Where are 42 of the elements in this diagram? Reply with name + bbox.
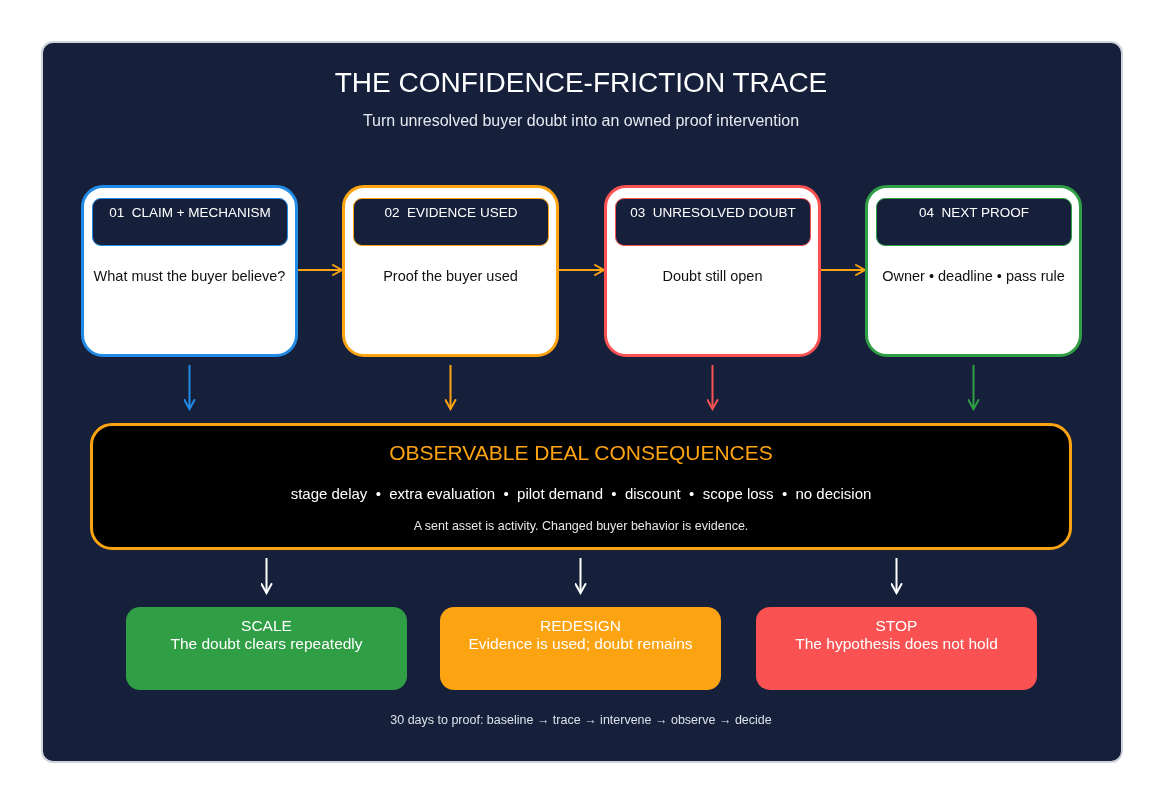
outcome-description: Evidence is used; doubt remains <box>467 635 694 653</box>
arrow <box>297 264 343 276</box>
step-title: 02 EVIDENCE USED <box>383 205 519 220</box>
outcome-description: The hypothesis does not hold <box>794 635 999 653</box>
step-card <box>604 185 821 357</box>
step-description: Doubt still open <box>661 268 764 284</box>
arrow <box>967 364 980 410</box>
step-card <box>865 185 1082 357</box>
step-title: 03 UNRESOLVED DOUBT <box>629 205 797 220</box>
arrow <box>260 557 273 594</box>
outcome-box <box>756 607 1037 690</box>
step-title: 04 NEXT PROOF <box>918 205 1030 220</box>
title: THE CONFIDENCE-FRICTION TRACE <box>333 67 829 99</box>
arrow <box>706 364 719 410</box>
step-description: Proof the buyer used <box>382 268 519 284</box>
consequences-panel <box>90 423 1072 550</box>
arrow <box>444 364 457 410</box>
outcome-title: REDESIGN <box>539 617 622 635</box>
step-card <box>342 185 559 357</box>
outcome-box <box>126 607 407 690</box>
arrow <box>183 364 196 410</box>
outcome-box <box>440 607 721 690</box>
step-card <box>81 185 298 357</box>
step-header <box>615 198 811 246</box>
step-title: 01 CLAIM + MECHANISM <box>108 205 272 220</box>
outcome-title: STOP <box>874 617 919 635</box>
step-description: Owner • deadline • pass rule <box>881 268 1066 284</box>
consequence-list: stage delay • extra evaluation • pilot demand • discount • scope loss • no decision <box>93 485 1069 502</box>
footer-note: 30 days to proof: baseline → trace → intervene → observe → decide <box>389 713 773 727</box>
arrow <box>890 557 903 594</box>
step-header <box>353 198 549 246</box>
subtitle: Turn unresolved buyer doubt into an owned proof intervention <box>361 112 801 130</box>
note: A sent asset is activity. Changed buyer behavior is evidence. <box>412 519 750 533</box>
arrow <box>820 264 866 276</box>
arrow <box>558 264 605 276</box>
step-description: What must the buyer believe? <box>92 268 287 284</box>
outcome-description: The doubt clears repeatedly <box>169 635 364 653</box>
arrow <box>574 557 587 594</box>
step-header <box>92 198 288 246</box>
section-title: OBSERVABLE DEAL CONSEQUENCES <box>388 441 774 465</box>
step-header <box>876 198 1072 246</box>
outcome-title: SCALE <box>240 617 293 635</box>
